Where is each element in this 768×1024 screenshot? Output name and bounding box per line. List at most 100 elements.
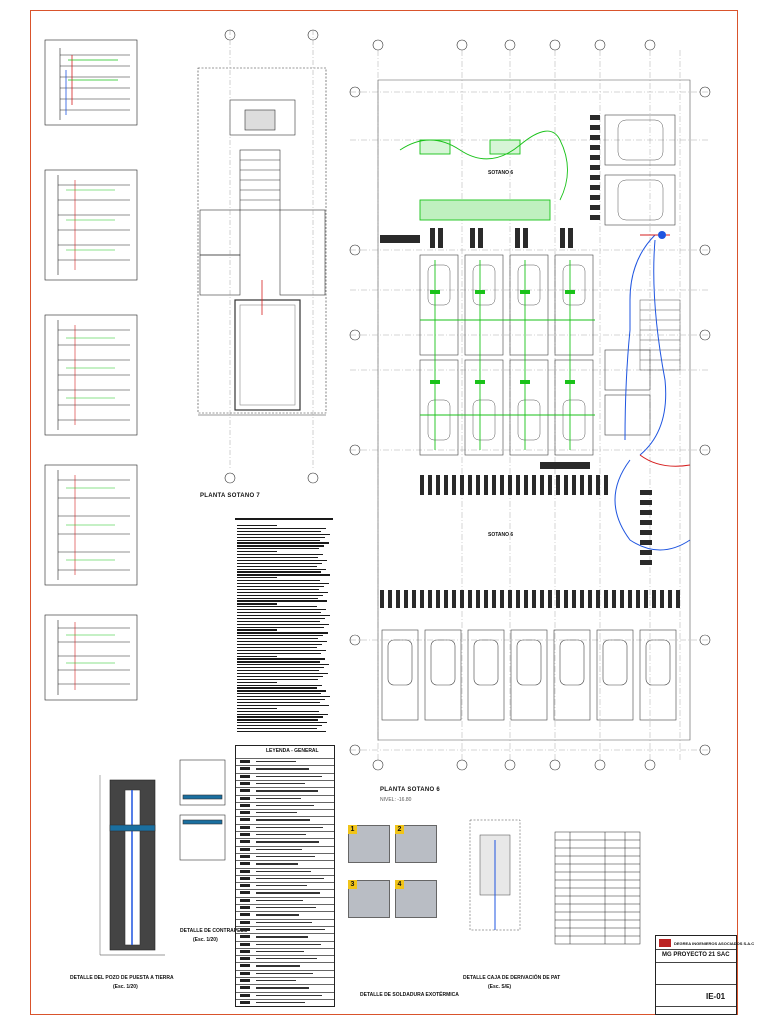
zone-label-b: SOTANO 6 <box>488 532 514 538</box>
legend-description <box>256 819 310 821</box>
sheet-number: IE-01 <box>706 992 726 1001</box>
notes-text-line <box>237 655 277 657</box>
basement6-plan <box>349 39 711 771</box>
legend-symbol <box>240 1000 250 1004</box>
derivation-box-detail <box>469 819 521 931</box>
notes-text-line <box>237 577 277 579</box>
legend-description <box>256 899 303 902</box>
notes-text-line <box>237 533 330 535</box>
notes-text-line <box>237 678 318 680</box>
notes-text-line <box>237 725 322 727</box>
legend-symbol <box>240 979 250 982</box>
notes-text-line <box>237 716 323 718</box>
legend-symbol <box>240 949 250 953</box>
title-block-divider <box>656 984 736 985</box>
title-block: DEGREA INGENIEROS ASOCIADOS S.A.C MG PRO… <box>655 935 754 1015</box>
welding-step-4: 4 <box>395 880 404 889</box>
legend-description <box>256 826 323 829</box>
legend-description <box>256 885 307 887</box>
legend-symbol <box>240 884 250 888</box>
legend-symbol <box>240 760 250 763</box>
notes-text-line <box>237 588 319 591</box>
legend-symbol <box>240 986 250 990</box>
legend-row <box>236 911 334 913</box>
legend-row <box>236 925 334 927</box>
legend-description <box>256 790 318 792</box>
legend-description <box>256 914 299 916</box>
legend-description <box>256 1001 305 1004</box>
notes-text-line <box>237 684 322 686</box>
sheet-frame <box>30 10 738 1015</box>
notes-text-line <box>237 667 324 669</box>
notes-text-line <box>237 641 327 643</box>
notes-text-line <box>237 728 317 730</box>
legend-row <box>236 882 334 884</box>
general-notes <box>235 518 333 520</box>
notes-text-line <box>237 559 327 562</box>
legend-description <box>256 855 315 858</box>
notes-text-line <box>237 548 319 550</box>
legend-symbol <box>240 957 250 961</box>
notes-text-line <box>237 670 319 672</box>
notes-text-line <box>237 536 325 538</box>
legend-row <box>236 896 334 898</box>
zone-label-a: SOTANO 6 <box>488 170 514 176</box>
legend-row <box>236 947 334 949</box>
basement6-title: PLANTA SOTANO 6 <box>380 787 441 793</box>
legend-description <box>256 848 302 850</box>
legend-row <box>236 809 334 811</box>
ground-well-scale: (Esc. 1/20) <box>113 984 138 990</box>
notes-text-line <box>237 539 320 541</box>
legend-symbol <box>240 825 250 829</box>
legend-description <box>256 950 304 953</box>
notes-text-line <box>237 551 277 553</box>
notes-text-line <box>237 568 326 570</box>
single-line-diagram-5 <box>44 614 138 701</box>
legend-symbol <box>240 818 250 822</box>
notes-text-line <box>237 658 325 660</box>
legend-symbol <box>240 833 250 836</box>
notes-text-line <box>237 681 277 683</box>
legend-row <box>236 889 334 891</box>
legend-row <box>236 874 334 876</box>
notes-text-line <box>237 530 321 533</box>
schedule-table <box>554 831 641 945</box>
legend-row <box>236 991 334 993</box>
legend-description <box>256 877 324 880</box>
client-name: MG PROYECTO 21 SAC <box>662 952 730 958</box>
legend-row <box>236 955 334 957</box>
legend-description <box>256 775 322 777</box>
notes-text-line <box>237 620 320 622</box>
legend-description <box>256 965 300 967</box>
notes-text-line <box>237 542 329 544</box>
legend-symbol <box>240 796 250 800</box>
derivation-box-scale: (Esc. S/E) <box>488 984 512 990</box>
single-line-diagram-2 <box>44 169 138 281</box>
legend-row <box>236 758 334 759</box>
notes-text-line <box>237 704 329 707</box>
legend-description <box>256 936 308 938</box>
legend-row <box>236 801 334 803</box>
counterweight-scale: (Esc. 1/20) <box>193 937 218 943</box>
legend-symbol <box>240 920 250 924</box>
legend-row <box>236 852 334 854</box>
legend-row <box>236 779 334 781</box>
legend-description <box>256 892 320 894</box>
legend-row <box>236 933 334 935</box>
basement7-title: PLANTA SOTANO 7 <box>200 493 261 499</box>
power-circuits <box>614 231 691 551</box>
ground-well-detail <box>99 775 165 956</box>
legend-symbol <box>240 811 250 815</box>
legend-symbol <box>240 789 250 793</box>
notes-text-line <box>237 635 323 637</box>
legend-description <box>256 761 296 763</box>
notes-text-line <box>237 649 326 651</box>
legend-symbol <box>240 876 250 880</box>
notes-text-line <box>237 612 321 614</box>
notes-text-line <box>237 597 318 599</box>
notes-text-line <box>237 690 326 692</box>
legend-symbol <box>240 964 250 968</box>
legend-description <box>256 863 298 865</box>
notes-text-line <box>237 626 324 628</box>
general-notes-block <box>233 515 335 735</box>
